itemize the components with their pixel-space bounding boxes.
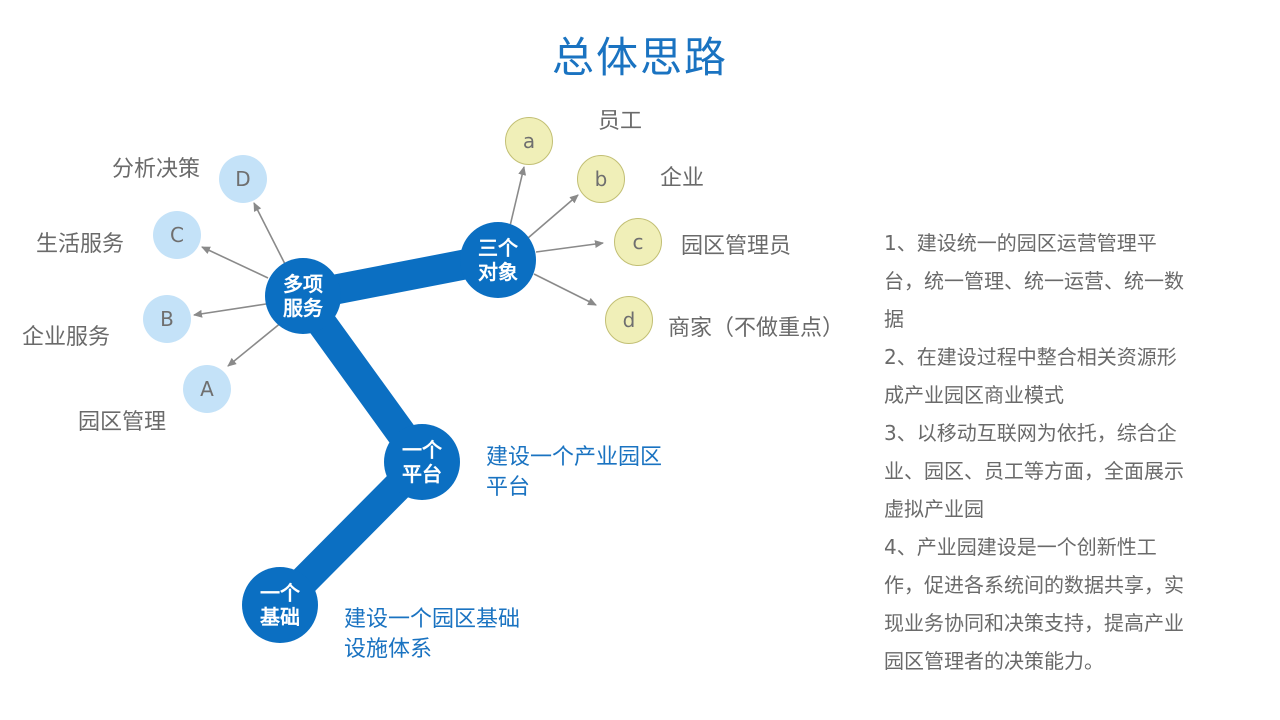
hub-objects-line1: 三个 [478, 236, 518, 260]
arrow-to-a [227, 321, 283, 367]
hub-services-line2: 服务 [283, 296, 323, 320]
service-node-d: D [219, 155, 267, 203]
object-node-a: a [505, 117, 553, 165]
object-label-a: 员工 [598, 109, 643, 134]
object-node-c: c [614, 218, 662, 266]
service-label-d: 分析决策 [112, 157, 201, 182]
hub-objects: 三个对象 [460, 222, 536, 298]
service-label-b: 企业服务 [22, 325, 111, 350]
service-label-c: 生活服务 [36, 232, 125, 257]
platform-description: 建设一个产业园区 平台 [486, 443, 662, 503]
arrow-to-obj-a [509, 166, 527, 227]
service-node-a: A [183, 365, 231, 413]
page-title: 总体思路 [551, 33, 728, 82]
platform-desc-line2: 平台 [486, 475, 531, 500]
hub-objects-line2: 对象 [478, 260, 518, 284]
arrow-to-obj-c [535, 240, 604, 253]
hub-base-line1: 一个 [260, 581, 300, 605]
note-1: 1、建设统一的园区运营管理平台，统一管理、统一运营、统一数据 [884, 231, 1184, 331]
base-desc-line1: 建设一个园区基础 [344, 607, 521, 632]
arrow-to-b [193, 303, 267, 318]
service-node-b: B [143, 295, 191, 343]
arrow-to-c [201, 246, 269, 279]
hub-base: 一个基础 [242, 567, 318, 643]
object-label-d: 商家（不做重点） [668, 316, 845, 341]
object-label-c: 园区管理员 [681, 234, 792, 259]
note-4: 4、产业园建设是一个创新性工作，促进各系统间的数据共享，实现业务协同和决策支持，… [884, 535, 1184, 673]
note-3: 3、以移动互联网为依托，综合企业、园区、员工等方面，全面展示虚拟产业园 [884, 421, 1184, 521]
base-description: 建设一个园区基础 设施体系 [344, 605, 520, 665]
arrow-to-obj-d [533, 273, 597, 306]
object-label-b: 企业 [660, 166, 705, 191]
spine-line [265, 243, 513, 620]
service-node-c: C [153, 211, 201, 259]
base-desc-line2: 设施体系 [344, 637, 433, 662]
arrow-to-obj-b [527, 194, 579, 239]
hub-platform: 一个平台 [384, 424, 460, 500]
object-node-d: d [605, 296, 653, 344]
note-2: 2、在建设过程中整合相关资源形成产业园区商业模式 [884, 345, 1177, 407]
hub-services: 多项服务 [265, 258, 341, 334]
platform-desc-line1: 建设一个产业园区 [486, 445, 663, 470]
hub-base-line2: 基础 [260, 605, 300, 629]
service-label-a: 园区管理 [78, 410, 167, 435]
arrow-to-d [253, 202, 287, 267]
object-node-b: b [577, 155, 625, 203]
hub-services-line1: 多项 [283, 272, 323, 296]
hub-platform-line2: 平台 [402, 462, 442, 486]
summary-notes: 1、建设统一的园区运营管理平台，统一管理、统一运营、统一数据 2、在建设过程中整… [884, 224, 1184, 680]
hub-platform-line1: 一个 [402, 438, 442, 462]
